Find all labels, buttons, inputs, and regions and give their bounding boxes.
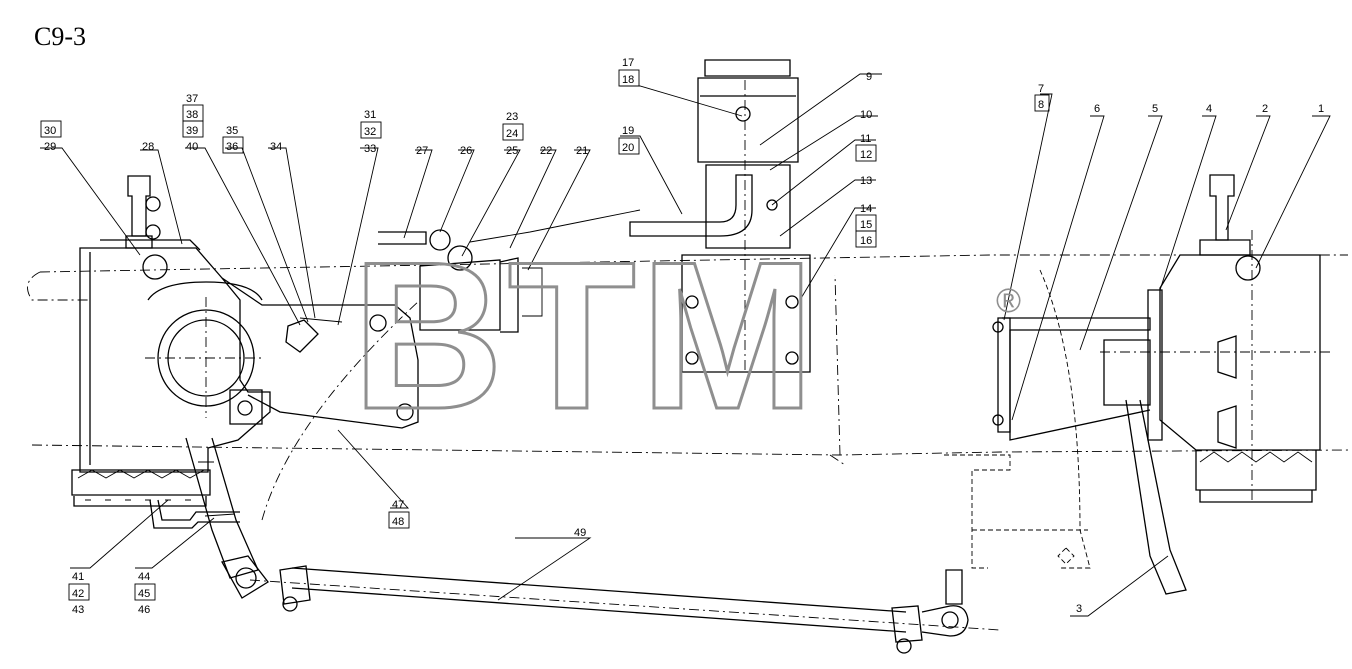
drag-link <box>249 565 1001 654</box>
callout-18: 18 <box>622 74 634 86</box>
callout-27: 27 <box>416 145 428 157</box>
callout-39-box <box>182 120 204 138</box>
callout-33: 33 <box>364 143 376 155</box>
callout-10: 10 <box>860 109 872 121</box>
callout-19: 19 <box>622 125 634 137</box>
callout-47: 47 <box>392 499 404 511</box>
callout-36-box <box>222 136 244 154</box>
callout-11: 11 <box>860 133 871 145</box>
callout-45: 45 <box>138 588 150 600</box>
callout-30: 30 <box>44 125 56 137</box>
callout-16: 16 <box>860 235 872 247</box>
callout-41: 41 <box>72 571 84 583</box>
callout-29: 29 <box>44 141 56 153</box>
callout-22: 22 <box>540 145 552 157</box>
callout-14: 14 <box>860 203 872 215</box>
callout-20: 20 <box>622 142 634 154</box>
callout-28: 28 <box>142 141 154 153</box>
callout-8-box <box>1034 94 1050 112</box>
callout-35: 35 <box>226 125 238 137</box>
callout-48-box <box>388 511 410 529</box>
callout-34: 34 <box>270 141 282 153</box>
callout-4: 4 <box>1206 103 1212 115</box>
callout-40: 40 <box>186 141 198 153</box>
oil-reservoir <box>629 59 811 373</box>
callout-36: 36 <box>226 141 238 153</box>
callout-39: 39 <box>186 125 198 137</box>
callout-13: 13 <box>860 175 872 187</box>
right-steering-gear <box>1100 174 1330 595</box>
callout-16-box <box>855 230 877 248</box>
callout-18-box <box>618 69 640 87</box>
callout-49: 49 <box>574 527 586 539</box>
callout-44: 44 <box>138 571 150 583</box>
callout-12-box <box>855 144 877 162</box>
callout-23: 23 <box>506 111 518 123</box>
callout-42: 42 <box>72 588 84 600</box>
callout-1: 1 <box>1318 103 1324 115</box>
callout-17: 17 <box>622 57 634 69</box>
callout-6: 6 <box>1094 103 1100 115</box>
callout-37: 37 <box>186 93 198 105</box>
callout-32: 32 <box>364 126 376 138</box>
callout-labels: 1 2 3 4 5 6 7 8 9 10 11 12 13 14 15 16 1… <box>40 57 1324 616</box>
callout-32-box <box>360 121 382 139</box>
callout-25: 25 <box>506 145 518 157</box>
callout-20-box <box>618 137 640 155</box>
callout-45-box <box>134 583 156 601</box>
pump-assembly <box>378 209 641 333</box>
callout-46: 46 <box>138 604 150 616</box>
callout-31: 31 <box>364 109 376 121</box>
callout-24: 24 <box>506 128 518 140</box>
callout-12: 12 <box>860 149 872 161</box>
callout-21: 21 <box>576 145 588 157</box>
callout-3: 3 <box>1076 603 1082 615</box>
diagram-title: C9-3 <box>34 22 86 51</box>
callout-7: 7 <box>1038 83 1044 95</box>
callout-8: 8 <box>1038 99 1044 111</box>
btm-watermark: BTM ® <box>351 217 1022 455</box>
callout-2: 2 <box>1262 103 1268 115</box>
callout-26: 26 <box>460 145 472 157</box>
callout-48: 48 <box>392 516 404 528</box>
hose-line <box>149 499 240 529</box>
callout-24-box <box>502 123 524 141</box>
callout-42-box <box>68 583 90 601</box>
callout-30-box <box>40 120 62 138</box>
callout-5: 5 <box>1152 103 1158 115</box>
right-bracket <box>944 269 1151 569</box>
callout-9: 9 <box>866 71 872 83</box>
registered-mark: ® <box>996 282 1021 320</box>
left-steering-gear <box>71 175 271 599</box>
leader-lines <box>40 73 1331 617</box>
callout-38: 38 <box>186 109 198 121</box>
callout-43: 43 <box>72 604 84 616</box>
callout-15: 15 <box>860 219 872 231</box>
watermark-text: BTM <box>352 218 819 453</box>
